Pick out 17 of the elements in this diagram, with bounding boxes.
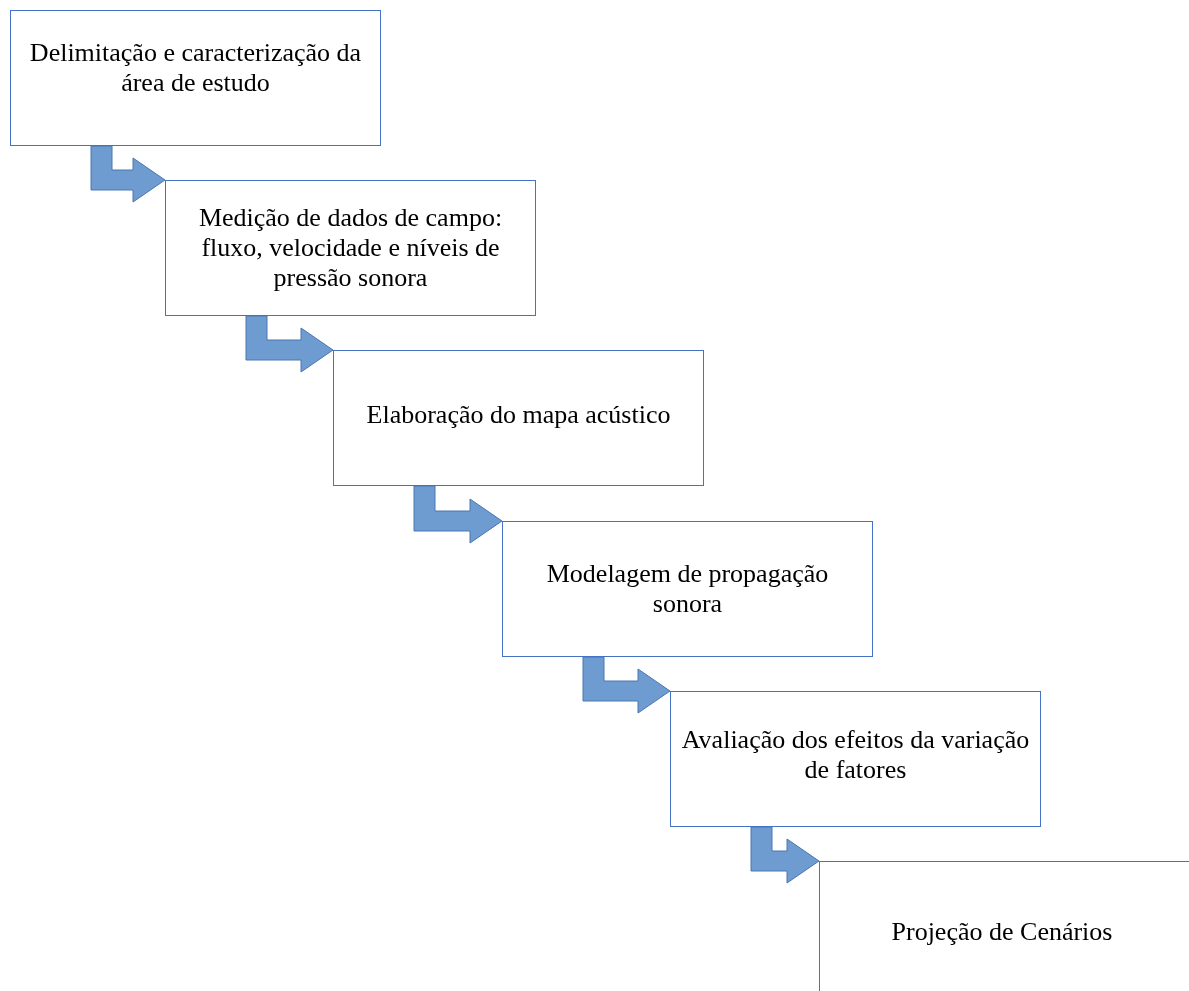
process-box — [502, 521, 873, 657]
bent-arrow — [413, 485, 503, 544]
step-label: Avaliação dos efeitos da variação de fatores — [680, 725, 1031, 785]
bent-arrow — [582, 656, 671, 714]
process-box — [165, 180, 536, 316]
process-box — [10, 10, 381, 146]
bent-arrow — [245, 315, 334, 373]
step-label: Delimitação e caracterização da área de estudo — [28, 38, 363, 98]
bent-arrow — [750, 826, 820, 884]
step-label: Projeção de Cenários — [890, 916, 1114, 947]
process-box — [333, 350, 704, 486]
step-label: Elaboração do mapa acústico — [365, 400, 672, 430]
process-box — [670, 691, 1041, 827]
step-label: Medição de dados de campo: fluxo, velocidade e níveis de pressão sonora — [197, 203, 504, 293]
step-label: Modelagem de propagação sonora — [545, 559, 830, 619]
process-box — [819, 861, 1189, 991]
bent-arrow — [90, 145, 166, 203]
